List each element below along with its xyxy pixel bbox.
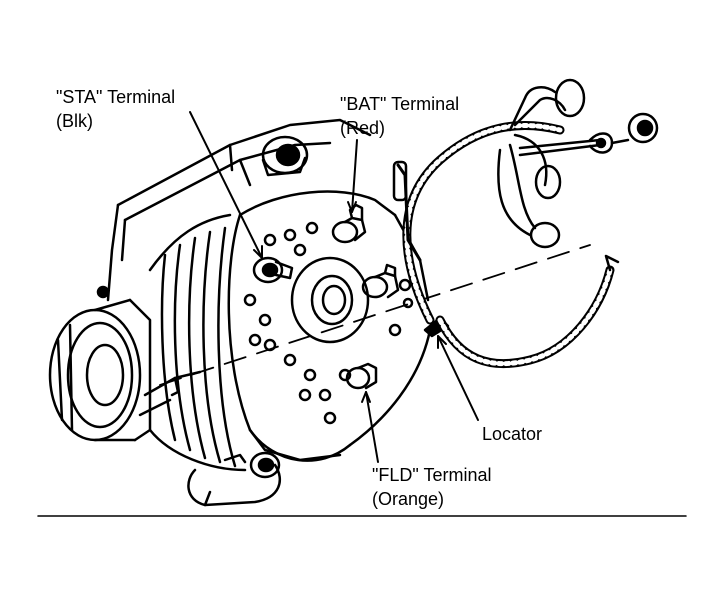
wiring-harness bbox=[392, 121, 620, 369]
harness-leads bbox=[497, 78, 659, 249]
sta-terminal-stud bbox=[252, 256, 294, 284]
bat-terminal-stud bbox=[331, 203, 367, 244]
sta-color-label: (Blk) bbox=[56, 111, 93, 131]
bat-color-label: (Red) bbox=[340, 118, 386, 138]
center-line bbox=[159, 244, 591, 386]
output-stud bbox=[361, 263, 400, 299]
sta-leader bbox=[189, 111, 263, 259]
alternator-body bbox=[138, 213, 247, 472]
fld-terminal-stud bbox=[345, 362, 378, 390]
lower-mount bbox=[187, 451, 281, 507]
fld-terminal-label: "FLD" Terminal bbox=[372, 465, 492, 485]
mounting-bracket bbox=[106, 118, 372, 302]
upper-mount-bolt bbox=[261, 135, 309, 177]
bat-terminal-label: "BAT" Terminal bbox=[340, 94, 460, 114]
bat-leader bbox=[351, 139, 358, 213]
bearing-boss bbox=[290, 256, 370, 344]
locator-leader bbox=[437, 335, 479, 421]
pulley bbox=[48, 298, 152, 442]
fld-color-label: (Orange) bbox=[372, 489, 445, 509]
sta-terminal-label: "STA" Terminal bbox=[56, 87, 176, 107]
fld-leader bbox=[365, 391, 379, 463]
rear-end-frame bbox=[227, 190, 432, 462]
leader-lines bbox=[189, 111, 479, 463]
bracket-bolt bbox=[96, 285, 110, 299]
locator-label: Locator bbox=[482, 424, 543, 444]
